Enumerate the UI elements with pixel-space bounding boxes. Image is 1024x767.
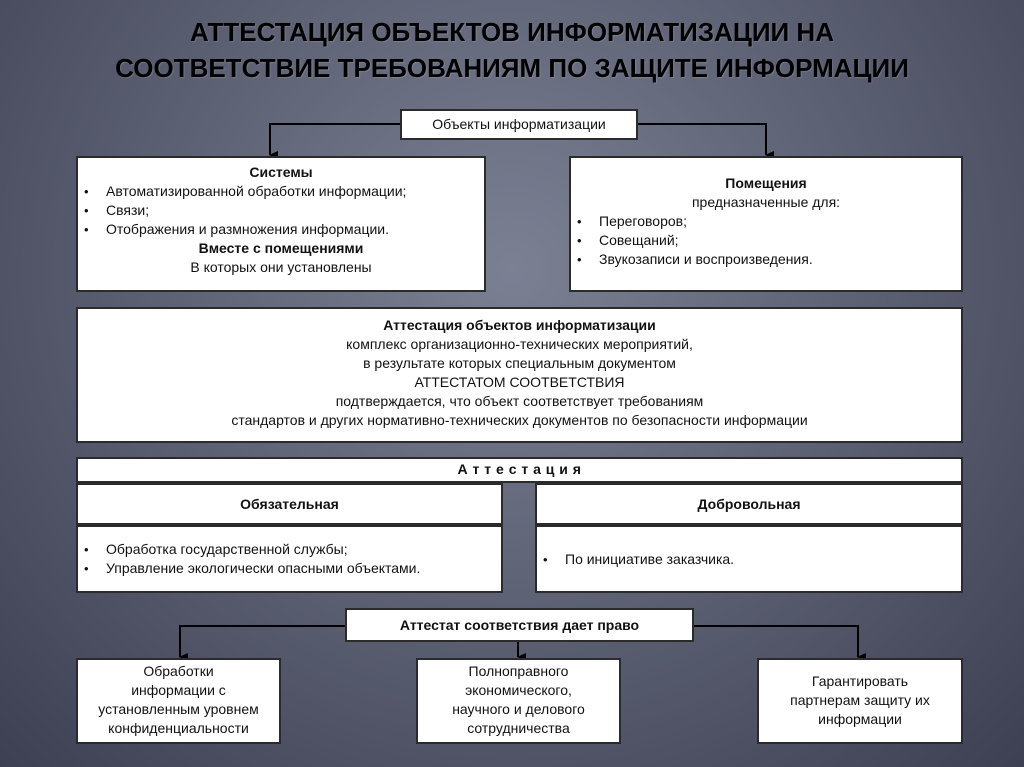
right-box-2: Полноправного экономического, научного и…	[416, 658, 621, 744]
systems-box: Системы Автоматизированной обработки инф…	[76, 156, 486, 292]
definition-line: подтверждается, что объект соответствует…	[335, 393, 704, 409]
definition-line: стандартов и других нормативно-техническ…	[231, 412, 808, 428]
list-item: Автоматизированной обработки информации;	[84, 182, 484, 201]
objects-box: Объекты информатизации	[400, 109, 638, 140]
systems-subtext: В которых они установлены	[190, 259, 372, 275]
right-line: экономического,	[465, 682, 572, 698]
voluntary-list: По инициативе заказчика.	[537, 550, 961, 569]
premises-box: Помещения предназначенные для: Переговор…	[569, 156, 963, 292]
list-item: Совещаний;	[577, 231, 961, 250]
voluntary-header: Добровольная	[535, 483, 963, 525]
voluntary-box: По инициативе заказчика.	[535, 525, 963, 593]
definition-line: в результате которых специальным докумен…	[363, 355, 676, 371]
certificate-box: Аттестат соответствия дает право	[345, 608, 694, 642]
mandatory-box: Обработка государственной службы; Управл…	[76, 525, 503, 593]
arrow-to-systems	[269, 123, 402, 159]
voluntary-label: Добровольная	[697, 496, 801, 512]
right-line: информации	[818, 711, 902, 727]
right-line: конфиденциальности	[108, 720, 249, 736]
premises-list: Переговоров; Совещаний; Звукозаписи и во…	[571, 212, 961, 269]
right-line: информации с	[131, 682, 226, 698]
right-line: партнерам защиту их	[790, 692, 930, 708]
right-line: сотрудничества	[467, 720, 570, 736]
premises-heading: Помещения	[725, 175, 807, 191]
definition-heading: Аттестация объектов информатизации	[383, 317, 656, 333]
mandatory-list: Обработка государственной службы; Управл…	[78, 540, 501, 578]
definition-line: комплекс организационно-технических меро…	[346, 336, 693, 352]
right-box-3: Гарантировать партнерам защиту их информ…	[757, 658, 963, 744]
list-item: По инициативе заказчика.	[543, 550, 961, 569]
right-line: Обработки	[143, 663, 214, 679]
arrow-to-right-3	[692, 625, 866, 661]
systems-subheading: Вместе с помещениями	[198, 240, 364, 256]
list-item: Управление экологически опасными объекта…	[84, 559, 501, 578]
list-item: Отображения и размножения информации.	[84, 220, 484, 239]
right-line: Полноправного	[468, 663, 569, 679]
right-line: научного и делового	[452, 701, 585, 717]
systems-list: Автоматизированной обработки информации;…	[78, 182, 484, 239]
attestation-header: А т т е с т а ц и я	[76, 457, 963, 483]
mandatory-label: Обязательная	[240, 496, 339, 512]
mandatory-header: Обязательная	[76, 483, 503, 525]
list-item: Связи;	[84, 201, 484, 220]
title-line-1: АТТЕСТАЦИЯ ОБЪЕКТОВ ИНФОРМАТИЗАЦИИ НА	[190, 17, 834, 47]
list-item: Звукозаписи и воспроизведения.	[577, 250, 961, 269]
arrow-to-premises	[636, 123, 774, 159]
systems-heading: Системы	[249, 164, 313, 180]
arrow-to-right-1	[179, 625, 347, 661]
list-item: Обработка государственной службы;	[84, 540, 501, 559]
title-line-2: СООТВЕТСТВИЕ ТРЕБОВАНИЯМ ПО ЗАЩИТЕ ИНФОР…	[115, 53, 909, 83]
definition-box: Аттестация объектов информатизации компл…	[76, 307, 963, 443]
objects-label: Объекты информатизации	[432, 116, 606, 132]
certificate-label: Аттестат соответствия дает право	[399, 617, 640, 633]
right-line: Гарантировать	[811, 673, 909, 689]
definition-line: АТТЕСТАТОМ СООТВЕТСТВИЯ	[414, 374, 625, 390]
right-box-1: Обработки информации с установленным уро…	[76, 658, 281, 744]
list-item: Переговоров;	[577, 212, 961, 231]
premises-intro: предназначенные для:	[691, 194, 841, 210]
attestation-label: А т т е с т а ц и я	[457, 461, 582, 477]
page-title: АТТЕСТАЦИЯ ОБЪЕКТОВ ИНФОРМАТИЗАЦИИ НА СО…	[0, 14, 1024, 86]
right-line: установленным уровнем	[98, 701, 259, 717]
